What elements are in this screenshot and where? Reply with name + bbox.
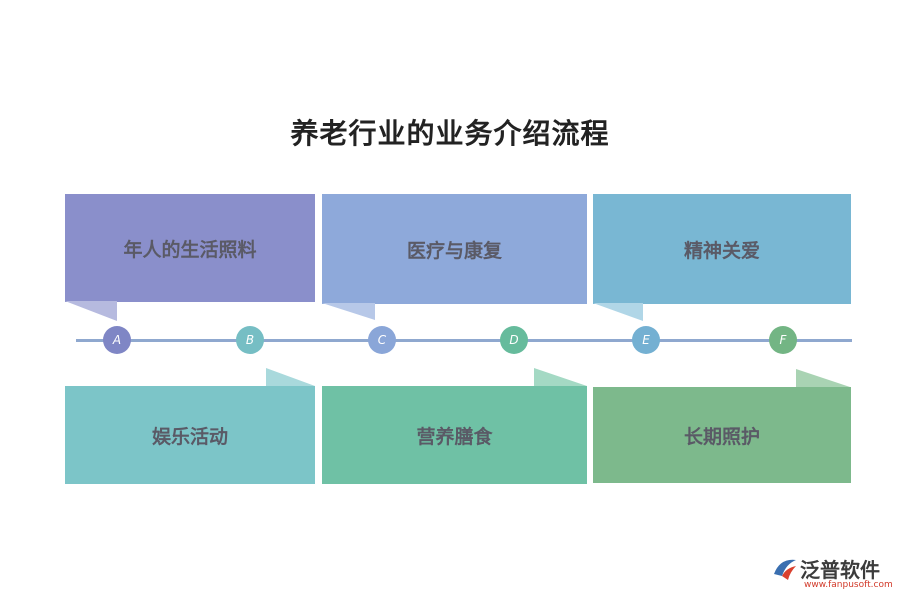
node-letter: E [642,333,650,347]
card-label: 医疗与康复 [406,239,502,262]
timeline-node-a: A [103,326,131,354]
card-label: 长期照护 [683,425,760,448]
diagram-title: 养老行业的业务介绍流程 [290,117,610,150]
card-medical-rehab: 医疗与康复 [322,194,587,304]
node-letter: F [779,333,787,347]
card-label: 精神关爱 [683,239,760,262]
card-spiritual-care: 精神关爱 [593,194,851,304]
card-tail-f [796,369,850,387]
card-label: 年人的生活照料 [123,238,257,261]
card-tail-a [65,301,117,321]
card-tail-c [322,303,375,320]
card-label: 娱乐活动 [151,425,228,448]
card-label: 营养膳食 [416,425,493,448]
card-tail-d [534,368,587,386]
node-letter: D [509,333,519,347]
node-letter: A [112,333,122,347]
timeline-node-b: B [236,326,264,354]
card-nutrition-diet: 营养膳食 [322,386,587,484]
logo-url: www.fanpusoft.com [804,580,893,590]
logo-mark-icon [774,559,796,580]
card-tail-b [266,368,315,386]
card-tail-e [593,303,643,321]
logo-name: 泛普软件 [800,558,880,582]
node-letter: C [377,333,387,347]
timeline-line [76,339,852,342]
card-long-term-care: 长期照护 [593,387,851,483]
card-entertainment: 娱乐活动 [65,386,315,484]
brand-logo: 泛普软件 www.fanpusoft.com [770,552,895,596]
card-elderly-daily-care: 年人的生活照料 [65,194,315,302]
timeline-node-d: D [500,326,528,354]
node-letter: B [245,333,255,347]
timeline-node-e: E [632,326,660,354]
timeline-node-c: C [368,326,396,354]
timeline-node-f: F [769,326,797,354]
